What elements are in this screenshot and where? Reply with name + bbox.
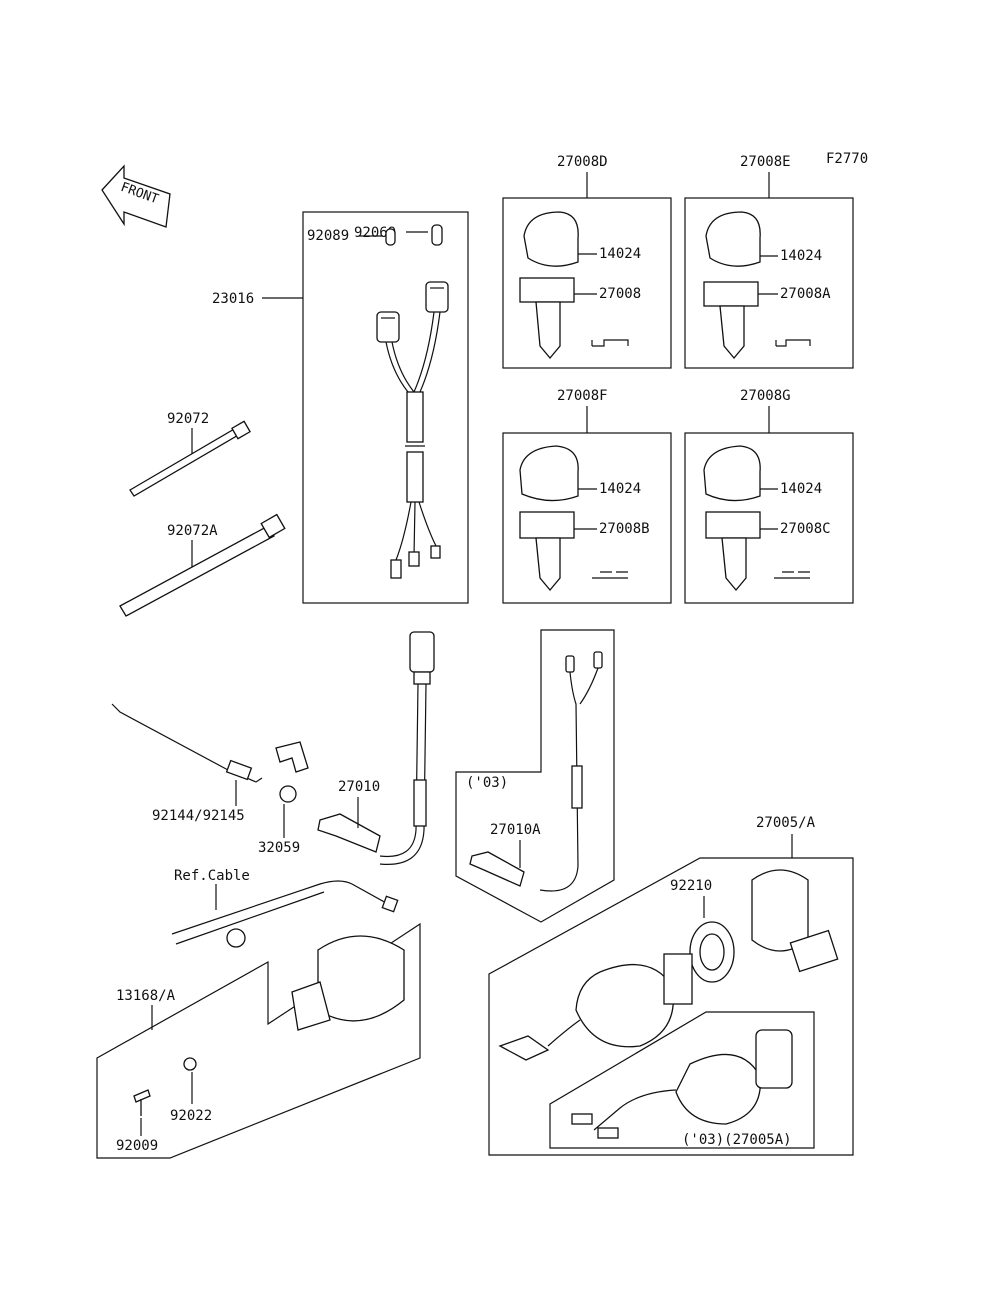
part-label-27008G: 27008G <box>740 388 791 404</box>
part-label-27008D: 27008D <box>557 154 608 170</box>
harness-23016-frame <box>302 211 469 604</box>
part-label-32059: 32059 <box>258 840 300 856</box>
year-03-27005A-label: ('03)(27005A) <box>682 1132 792 1148</box>
key-profile-icon <box>592 571 628 579</box>
part-label-92009: 92009 <box>116 1138 158 1154</box>
ignition-27005-drawing <box>498 869 839 1061</box>
cable-drawing <box>171 880 399 948</box>
key-profile-icon <box>775 339 811 347</box>
part-label-27010: 27010 <box>338 779 380 795</box>
keyset-27008G-drawing <box>703 445 761 592</box>
keyset-27008D-drawing <box>519 211 579 360</box>
part-label-92072: 92072 <box>167 411 209 427</box>
switch-27010-drawing <box>317 631 435 865</box>
part-label-27008F: 27008F <box>557 388 608 404</box>
year-03-label: ('03) <box>466 775 508 791</box>
harness-23016-drawing <box>376 224 449 579</box>
part-label-92089: 92089 <box>307 228 349 244</box>
cable-band-92072 <box>129 420 251 497</box>
key-profile-icon <box>591 339 629 347</box>
part-label-92022: 92022 <box>170 1108 212 1124</box>
switch-27010A-drawing <box>469 651 603 892</box>
diagram-code: F2770 <box>826 151 868 167</box>
part-label-27010A: 27010A <box>490 822 541 838</box>
part-label-27008C: 27008C <box>780 521 831 537</box>
cable-band-92072A <box>119 513 286 617</box>
ignition-27005-frame <box>488 857 854 1156</box>
part-label-23016: 23016 <box>212 291 254 307</box>
part-label-92072A: 92072A <box>167 523 218 539</box>
part-label-14024-e: 14024 <box>780 248 822 264</box>
front-arrow-icon: FRONT <box>101 164 171 228</box>
key-profile-icon <box>774 571 810 579</box>
spring-rod-drawing <box>111 703 309 803</box>
part-label-27005-A: 27005/A <box>756 815 816 831</box>
panel-13168-drawing <box>133 935 405 1116</box>
part-label-14024-g: 14024 <box>780 481 822 497</box>
panel-13168-frame <box>96 922 421 1159</box>
keyset-27008D-frame <box>502 197 672 369</box>
part-label-92144-92145: 92144/92145 <box>152 808 245 824</box>
part-label-13168-A: 13168/A <box>116 988 176 1004</box>
part-label-27008A: 27008A <box>780 286 831 302</box>
part-label-92210: 92210 <box>670 878 712 894</box>
ignition-27005A-drawing <box>571 1029 793 1139</box>
part-label-27008: 27008 <box>599 286 641 302</box>
keyset-27008F-frame <box>502 432 672 604</box>
keyset-27008E-frame <box>684 197 854 369</box>
keyset-27008G-frame <box>684 432 854 604</box>
ignition-27005A-frame <box>549 1011 815 1149</box>
part-label-14024-f: 14024 <box>599 481 641 497</box>
ref-cable-label: Ref.Cable <box>174 868 250 884</box>
year-03-frame <box>455 629 615 923</box>
part-label-27008E: 27008E <box>740 154 791 170</box>
keyset-27008F-drawing <box>519 445 579 592</box>
part-label-14024-d: 14024 <box>599 246 641 262</box>
part-label-27008B: 27008B <box>599 521 650 537</box>
keyset-27008E-drawing <box>703 211 761 360</box>
